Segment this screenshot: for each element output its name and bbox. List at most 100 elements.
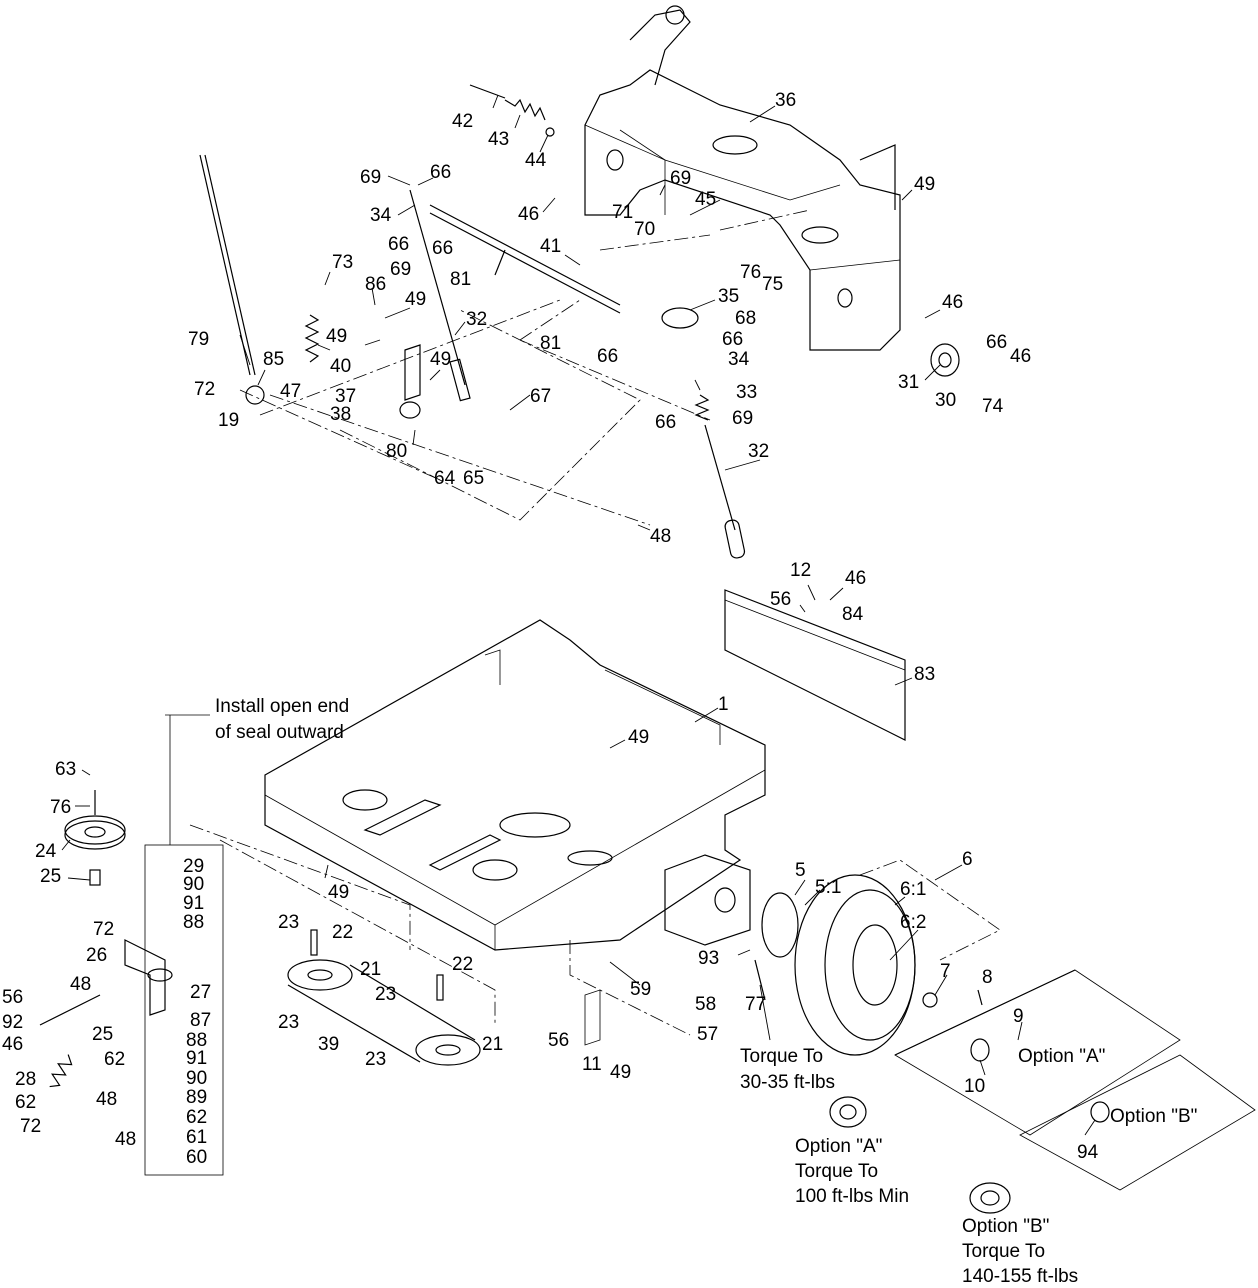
main-deck-1 bbox=[264, 619, 766, 951]
callout-c63: 63 bbox=[55, 759, 76, 780]
callout-c30: 30 bbox=[935, 390, 956, 411]
callout-c67: 67 bbox=[530, 386, 551, 407]
callout-c31: 31 bbox=[898, 372, 919, 393]
callout-c12: 12 bbox=[790, 560, 811, 581]
callout-c25a: 25 bbox=[40, 866, 61, 887]
callout-c8: 8 bbox=[982, 967, 993, 988]
callout-c48c: 48 bbox=[96, 1089, 117, 1110]
callout-c58: 58 bbox=[695, 994, 716, 1015]
option-b-torque-line1: Option "B" bbox=[962, 1216, 1049, 1237]
callout-c66e: 66 bbox=[722, 329, 743, 350]
callout-c35: 35 bbox=[718, 286, 739, 307]
callout-c49b: 49 bbox=[405, 289, 426, 310]
callout-c28: 28 bbox=[15, 1069, 36, 1090]
callout-c46d: 46 bbox=[845, 568, 866, 589]
bumper-83 bbox=[724, 589, 906, 741]
callout-c11: 11 bbox=[582, 1054, 602, 1075]
callout-c69a: 69 bbox=[360, 167, 381, 188]
callout-c66f: 66 bbox=[986, 332, 1007, 353]
callout-c77: 77 bbox=[745, 994, 766, 1015]
callout-c56a: 56 bbox=[770, 589, 791, 610]
callout-c42: 42 bbox=[452, 111, 473, 132]
callout-c38: 38 bbox=[330, 404, 351, 425]
callout-c60: 60 bbox=[186, 1147, 207, 1168]
callout-c70: 70 bbox=[634, 219, 655, 240]
callout-c49f: 49 bbox=[328, 882, 349, 903]
callout-c23c: 23 bbox=[278, 1012, 299, 1033]
callout-c75: 75 bbox=[762, 274, 783, 295]
callout-c69c: 69 bbox=[390, 259, 411, 280]
callout-c48d: 48 bbox=[115, 1129, 136, 1150]
callout-c62a: 6:2 bbox=[900, 912, 926, 933]
callout-c24: 24 bbox=[35, 841, 57, 862]
callout-c88b: 88 bbox=[186, 1030, 207, 1051]
callout-c23a: 23 bbox=[278, 912, 299, 933]
notes: Install open end of seal outward Torque … bbox=[215, 696, 1197, 1287]
callout-c61a: 6:1 bbox=[900, 879, 926, 900]
callout-c88a: 88 bbox=[183, 912, 204, 933]
callout-c79: 79 bbox=[188, 329, 209, 350]
callout-c76a: 76 bbox=[740, 262, 761, 283]
callout-c66c: 66 bbox=[432, 238, 453, 259]
callout-c19: 19 bbox=[218, 410, 239, 431]
callout-c48a: 48 bbox=[650, 526, 671, 547]
callout-c71: 71 bbox=[612, 202, 633, 223]
callout-c86: 86 bbox=[365, 274, 386, 295]
wheel-assembly bbox=[754, 859, 1001, 1056]
callout-c23d: 23 bbox=[365, 1049, 386, 1070]
callout-c49d: 49 bbox=[430, 349, 451, 370]
callout-c57: 57 bbox=[697, 1024, 718, 1045]
callout-c74: 74 bbox=[982, 396, 1004, 417]
callout-c34b: 34 bbox=[728, 349, 750, 370]
callout-c83: 83 bbox=[914, 664, 935, 685]
option-a-torque-line2: Torque To bbox=[795, 1161, 878, 1182]
seal-note-line2: of seal outward bbox=[215, 722, 344, 743]
callout-c22b: 22 bbox=[452, 954, 473, 975]
callout-c93: 93 bbox=[698, 948, 719, 969]
callout-c80: 80 bbox=[386, 441, 407, 462]
callout-c90b: 90 bbox=[186, 1068, 207, 1089]
callout-c33: 33 bbox=[736, 382, 757, 403]
callout-c46b: 46 bbox=[942, 292, 963, 313]
callout-c47: 47 bbox=[280, 381, 301, 402]
callout-c25b: 25 bbox=[92, 1024, 113, 1045]
callout-c37: 37 bbox=[335, 386, 356, 407]
callout-c43: 43 bbox=[488, 129, 509, 150]
callout-c68: 68 bbox=[735, 308, 756, 329]
callout-c49g: 49 bbox=[610, 1062, 631, 1083]
callout-c69d: 69 bbox=[732, 408, 753, 429]
belt-drive bbox=[189, 824, 691, 1066]
callout-c9: 9 bbox=[1013, 1006, 1024, 1027]
callout-c26: 26 bbox=[86, 945, 107, 966]
callout-c10: 10 bbox=[964, 1076, 985, 1097]
callout-c81a: 81 bbox=[450, 269, 471, 290]
option-panels bbox=[829, 969, 1256, 1214]
callout-c7: 7 bbox=[940, 961, 951, 982]
callout-c87: 87 bbox=[190, 1010, 211, 1031]
callout-c81b: 81 bbox=[540, 333, 561, 354]
callout-c1: 1 bbox=[718, 694, 729, 715]
callout-c6: 6 bbox=[962, 849, 973, 870]
callout-c40: 40 bbox=[330, 356, 351, 377]
callout-c21a: 21 bbox=[360, 959, 381, 980]
callout-c39: 39 bbox=[318, 1034, 339, 1055]
callout-c91a: 91 bbox=[183, 893, 204, 914]
callout-c66d: 66 bbox=[597, 346, 618, 367]
callout-c66g: 66 bbox=[655, 412, 676, 433]
callout-c92: 92 bbox=[2, 1012, 23, 1033]
callout-c49e: 49 bbox=[628, 727, 649, 748]
option-b-torque-line3: 140-155 ft-lbs bbox=[962, 1266, 1078, 1287]
callout-c46e: 46 bbox=[2, 1034, 23, 1055]
callout-c59: 59 bbox=[630, 979, 651, 1000]
callout-c66b: 66 bbox=[388, 234, 409, 255]
leader-lines bbox=[61, 94, 1096, 1136]
callout-c46c: 46 bbox=[1010, 346, 1031, 367]
option-b-label: Option "B" bbox=[1110, 1106, 1197, 1127]
callout-c62b: 62 bbox=[104, 1049, 125, 1070]
option-a-label: Option "A" bbox=[1018, 1046, 1105, 1067]
upper-frame-36 bbox=[584, 5, 901, 351]
callout-c64: 64 bbox=[434, 468, 456, 489]
